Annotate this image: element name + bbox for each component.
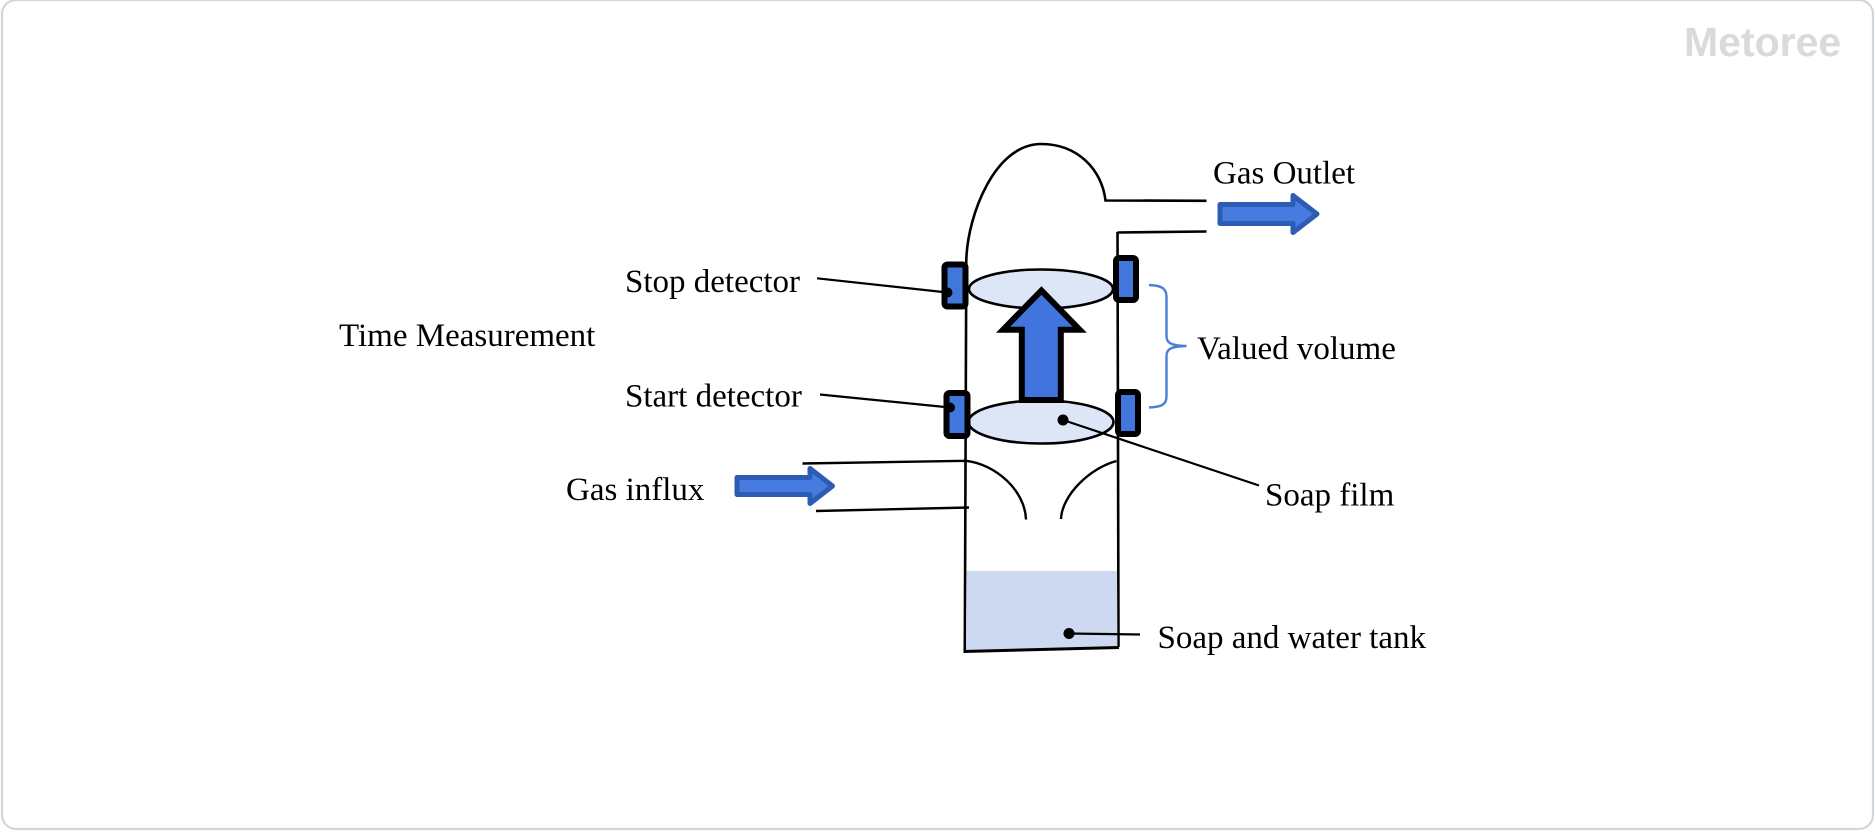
svg-text:Metoree: Metoree: [1684, 19, 1841, 65]
svg-text:Time Measurement: Time Measurement: [339, 318, 595, 354]
svg-text:Valued volume: Valued volume: [1197, 331, 1396, 367]
svg-text:Gas influx: Gas influx: [566, 472, 705, 508]
svg-text:Soap film: Soap film: [1265, 478, 1395, 514]
svg-text:Gas Outlet: Gas Outlet: [1213, 156, 1355, 192]
svg-text:Soap and water tank: Soap and water tank: [1158, 620, 1427, 656]
svg-text:Stop detector: Stop detector: [625, 264, 800, 300]
svg-text:Start detector: Start detector: [625, 379, 802, 415]
